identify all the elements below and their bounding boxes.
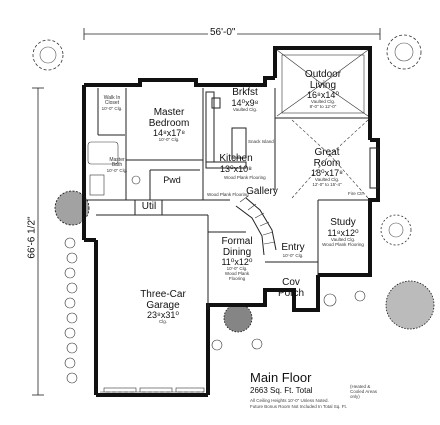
study-note-1: Vaulted Clg. <box>330 236 356 242</box>
formal-dining-size: 11⁰x12⁰ <box>221 257 253 267</box>
kitchen-name: Kitchen <box>219 153 253 164</box>
outdoor-living-note-2: 8'-0" to 12'-0" <box>309 104 337 110</box>
formal-dining-note-2: Wood Plank <box>224 271 250 277</box>
outdoor-living-name-2: Living <box>309 79 337 91</box>
plan-sqft: 2663 Sq. Ft. Total <box>250 386 313 395</box>
garage-name-1: Three-Car <box>140 289 186 300</box>
kitchen-fixtures <box>205 91 247 169</box>
formal-dining-name-1: Formal <box>221 236 253 247</box>
shrubs-left <box>64 237 78 384</box>
great-room-size: 18⁰x17⁸ <box>311 168 343 178</box>
fireplace <box>369 147 379 189</box>
room-brkfst: Brkfst 14⁰x9⁸ Vaulted Clg. <box>222 87 268 113</box>
exterior-walls <box>82 46 380 397</box>
plan-title: Main Floor <box>250 370 312 385</box>
tree-left <box>54 190 90 226</box>
master-bath-note: 10'-0" Clg. <box>106 167 128 173</box>
room-walk-in-closet: Walk In Closet 10'-0" Clg. <box>98 95 126 111</box>
master-bath-name-1: Master <box>109 157 125 163</box>
outdoor-living-name-1: Outdoor <box>304 69 342 80</box>
room-util: Util <box>141 201 157 212</box>
tree-bottomright <box>385 280 435 330</box>
tree-topright <box>386 34 422 70</box>
study-name: Study <box>330 217 356 228</box>
formal-dining-name-2: Dining <box>222 246 252 258</box>
great-room-note-2: 12'-0" to 15'-4" <box>312 182 342 188</box>
walk-in-closet-note: 10'-0" Clg. <box>101 105 123 111</box>
room-cov-porch: Cov Porch <box>272 277 310 299</box>
shrubs-front <box>211 290 366 351</box>
master-bedroom-name-1: Master <box>153 107 185 118</box>
tree-bottomcenter <box>223 303 253 333</box>
staircase <box>235 195 277 256</box>
garage-doors <box>100 387 205 393</box>
walk-in-closet-name-2: Closet <box>104 100 120 107</box>
study-note-2: Wood Plank Flooring <box>322 241 364 247</box>
great-room-note-1: Vaulted Clg. <box>314 177 340 183</box>
brkfst-note: Vaulted Clg. <box>232 106 258 112</box>
depth-dimension-line <box>32 87 44 396</box>
garage-note: Clg. <box>158 319 167 325</box>
room-study: Study 11⁸x12⁰ Vaulted Clg. Wood Plank Fl… <box>320 217 366 247</box>
shrub-right <box>380 214 412 246</box>
entry-name: Entry <box>281 242 305 253</box>
walk-in-closet-name-1: Walk In <box>103 95 121 101</box>
brkfst-name: Brkfst <box>232 87 258 98</box>
great-room-name-1: Great <box>314 147 340 158</box>
room-master-bedroom: Master Bedroom 14⁸x17⁸ 10'-0" Clg. <box>140 107 198 143</box>
great-room-name-2: Room <box>313 157 341 169</box>
kitchen-note: Wood Plank Flooring <box>224 175 266 180</box>
gallery-note: Wood Plank Flooring <box>207 192 249 197</box>
room-kitchen: Kitchen 13⁰x10⁸ <box>214 153 258 174</box>
depth-dimension-label: 66'-6 1/2" <box>26 205 38 270</box>
kitchen-size: 13⁰x10⁸ <box>220 163 252 174</box>
room-master-bath: Master Bath 10'-0" Clg. <box>102 157 132 173</box>
study-size: 11⁸x12⁰ <box>327 227 359 238</box>
room-outdoor-living: Outdoor Living 16⁸x14⁰ Vaulted Clg. 8'-0… <box>296 69 350 110</box>
room-pwd: Pwd <box>163 175 181 185</box>
garage-name-2: Garage <box>146 299 180 311</box>
room-gallery: Gallery <box>240 186 284 198</box>
footnote-ceiling: All Ceiling Heights 10'-0" Unless Noted. <box>250 398 329 403</box>
room-formal-dining: Formal Dining 11⁰x12⁰ 10'-0" Clg. Wood P… <box>212 236 262 282</box>
outdoor-living-roof-lines <box>276 49 369 117</box>
master-bath-name-2: Bath <box>111 162 123 169</box>
cov-porch-name-1: Cov <box>282 277 300 288</box>
cov-porch-name-2: Porch <box>277 287 305 299</box>
master-bedroom-note: 10'-0" Clg. <box>158 137 180 143</box>
snack-island-label: Snack Island <box>248 139 274 144</box>
interior-walls <box>84 88 370 310</box>
fireplace-label: Fire Ctr. <box>347 191 364 196</box>
gallery-name: Gallery <box>246 186 278 197</box>
tree-topleft <box>32 39 64 71</box>
master-bedroom-size: 14⁸x17⁸ <box>152 128 186 138</box>
garage-size: 23⁸x31⁰ <box>147 310 179 320</box>
outdoor-living-note-1: Vaulted Clg. <box>310 99 336 105</box>
formal-dining-note-1: 10'-0" Clg. <box>226 266 248 272</box>
room-garage: Three-Car Garage 23⁸x31⁰ Clg. <box>128 289 198 325</box>
room-great-room: Great Room 18⁰x17⁸ Vaulted Clg. 12'-0" t… <box>302 147 352 188</box>
master-bedroom-name-2: Bedroom <box>148 117 190 129</box>
bath-fixtures <box>87 141 141 196</box>
width-dimension-label: 56'-0" <box>208 27 238 38</box>
formal-dining-note-3: Flooring <box>228 275 246 281</box>
footnote-bonus: Future Bonus Room Not Included In Total … <box>250 404 347 409</box>
brkfst-size: 14⁰x9⁸ <box>231 97 259 108</box>
outdoor-living-size: 16⁸x14⁰ <box>307 90 339 100</box>
great-room-vault-lines <box>291 119 369 199</box>
room-entry: Entry 10'-0" Clg. <box>274 242 312 258</box>
heated-note: (Heated & Cooled Areas only) <box>350 384 378 399</box>
entry-note: 10'-0" Clg. <box>282 252 304 258</box>
